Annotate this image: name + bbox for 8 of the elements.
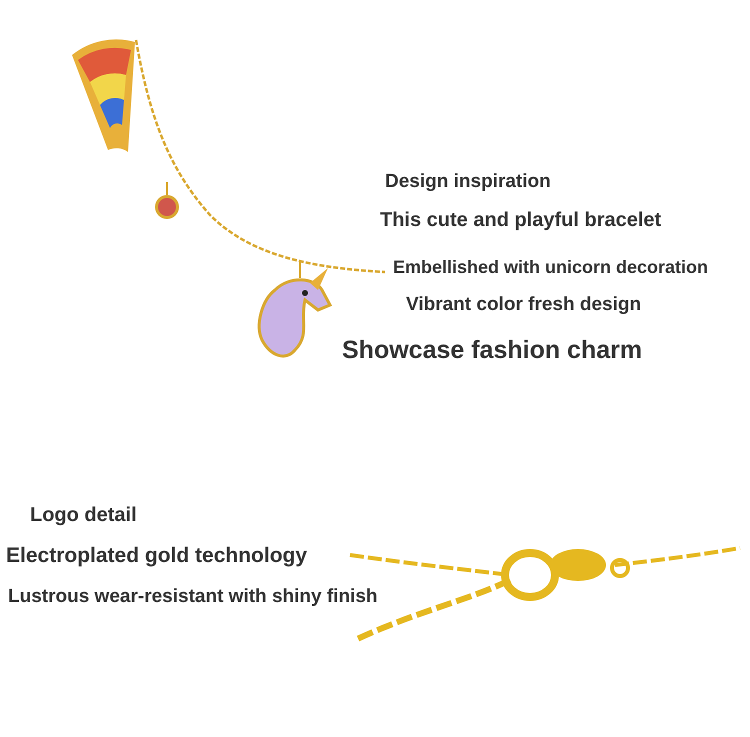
heading: Logo detail (30, 504, 137, 526)
description-text: Electroplated gold technology (6, 544, 308, 568)
description-text: This cute and playful bracelet (380, 209, 662, 231)
heading: Design inspiration (385, 172, 551, 193)
description-text: Lustrous wear-resistant with shiny finish (8, 587, 378, 608)
description-text: Vibrant color fresh design (406, 295, 642, 316)
description-text: Embellished with unicorn decoration (393, 258, 708, 278)
tagline: Showcase fashion charm (342, 337, 642, 364)
